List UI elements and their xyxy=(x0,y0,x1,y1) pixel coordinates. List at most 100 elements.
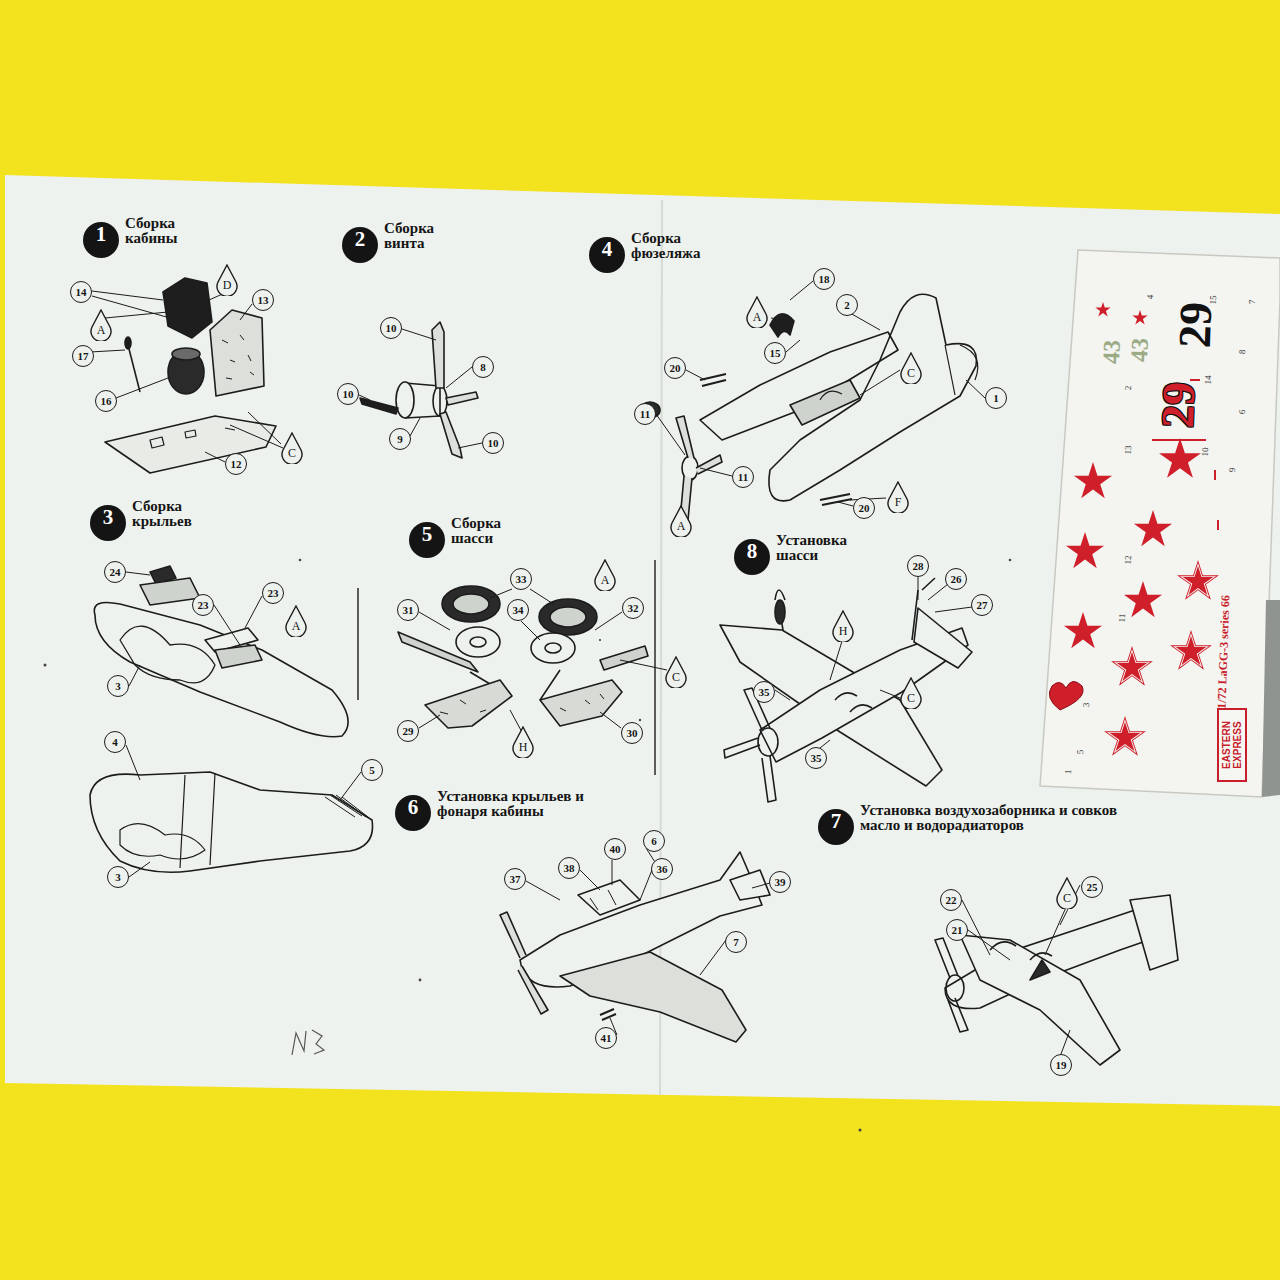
reference-drop: A xyxy=(89,309,113,341)
callout-number: 31 xyxy=(397,599,419,621)
callout-number: 21 xyxy=(946,919,968,941)
callout-number: 28 xyxy=(907,555,929,577)
callout-text: 11 xyxy=(733,471,753,483)
callout-number: 27 xyxy=(971,594,993,616)
callout-number: 40 xyxy=(604,838,626,860)
decal-marking: 15 xyxy=(1208,295,1218,304)
callout-text: 37 xyxy=(505,873,525,885)
step-circle: 1Сборка кабины xyxy=(83,222,119,258)
callout-text: 16 xyxy=(96,395,116,407)
callout-number: 12 xyxy=(225,453,247,475)
callout-number: 30 xyxy=(621,722,643,744)
callout-text: 22 xyxy=(941,894,961,906)
reference-drop: C xyxy=(899,677,923,709)
callout-text: 35 xyxy=(806,752,826,764)
callout-number: 5 xyxy=(361,759,383,781)
callout-number: 1 xyxy=(985,387,1007,409)
reference-drop: A xyxy=(669,505,693,537)
callout-text: 41 xyxy=(596,1032,616,1044)
callout-text: 12 xyxy=(226,458,246,470)
callout-text: 14 xyxy=(71,286,91,298)
decal-marking: 11 xyxy=(1117,613,1127,622)
step-circle: 6Установка крыльев и фонаря кабины xyxy=(395,795,431,831)
callout-number: 24 xyxy=(104,561,126,583)
callout-number: 7 xyxy=(725,931,747,953)
decal-marking: 14 xyxy=(1203,375,1213,384)
reference-drop: A xyxy=(284,605,308,637)
callout-text: 31 xyxy=(398,604,418,616)
decal-marking: 29 xyxy=(1168,301,1223,349)
callout-text: 10 xyxy=(338,388,358,400)
step-number: 3 xyxy=(90,505,126,530)
reference-letter: A xyxy=(593,574,617,586)
callout-number: 39 xyxy=(769,871,791,893)
callout-number: 35 xyxy=(805,747,827,769)
callout-text: 24 xyxy=(105,566,125,578)
reference-drop: H xyxy=(511,726,535,758)
callout-text: 39 xyxy=(770,876,790,888)
callout-text: 19 xyxy=(1051,1059,1071,1071)
decal-marking: 12 xyxy=(1123,555,1133,564)
callout-text: 10 xyxy=(381,322,401,334)
paper-sheet xyxy=(5,175,1280,1106)
callout-number: 23 xyxy=(192,594,214,616)
callout-text: 28 xyxy=(908,560,928,572)
callout-text: 32 xyxy=(623,602,643,614)
callout-text: 33 xyxy=(511,573,531,585)
callout-text: 20 xyxy=(665,362,685,374)
reference-letter: A xyxy=(284,620,308,632)
callout-number: 33 xyxy=(510,568,532,590)
callout-text: 13 xyxy=(253,294,273,306)
step-heading: Сборка крыльев xyxy=(132,499,232,529)
callout-number: 38 xyxy=(558,857,580,879)
reference-drop: F xyxy=(886,481,910,513)
reference-drop: A xyxy=(593,559,617,591)
callout-text: 21 xyxy=(947,924,967,936)
decal-marking: 5 xyxy=(1075,750,1085,755)
callout-text: 26 xyxy=(946,573,966,585)
callout-number: 14 xyxy=(70,281,92,303)
callout-number: 10 xyxy=(337,383,359,405)
decal-marking: 43 xyxy=(1126,338,1154,363)
callout-text: 10 xyxy=(483,437,503,449)
step-circle: 3Сборка крыльев xyxy=(90,505,126,541)
decal-marking: 1 xyxy=(1063,770,1073,775)
decal-marking: 1/72 LaGG-3 series 66 xyxy=(1215,595,1234,709)
callout-number: 36 xyxy=(651,858,673,880)
reference-letter: F xyxy=(886,496,910,508)
step-circle: 8Установка шасси xyxy=(734,539,770,575)
line-art xyxy=(90,278,1178,1065)
callout-number: 13 xyxy=(252,289,274,311)
callout-text: 34 xyxy=(508,604,528,616)
reference-drop: H xyxy=(831,610,855,642)
callout-number: 35 xyxy=(753,681,775,703)
callout-text: 23 xyxy=(193,599,213,611)
callout-text: 6 xyxy=(644,835,664,847)
reference-letter: D xyxy=(215,279,239,291)
reference-letter: C xyxy=(1055,892,1079,904)
decal-marking: 29 xyxy=(1151,381,1206,429)
decal-marking: 7 xyxy=(1247,300,1257,305)
callout-text: 17 xyxy=(73,350,93,362)
callout-number: 18 xyxy=(813,268,835,290)
step-heading: Установка крыльев и фонаря кабины xyxy=(437,789,607,819)
step-circle: 4Сборка фюзеляжа xyxy=(589,237,625,273)
logo-text: EASTERN EXPRESS xyxy=(1221,721,1243,769)
callout-number: 11 xyxy=(732,466,754,488)
callout-number: 16 xyxy=(95,390,117,412)
reference-drop: D xyxy=(215,264,239,296)
separator-line xyxy=(357,588,358,700)
callout-number: 29 xyxy=(397,720,419,742)
step-number: 5 xyxy=(409,522,445,547)
step-heading: Установка воздухозаборника и совков масл… xyxy=(860,803,1160,833)
callout-number: 25 xyxy=(1081,876,1103,898)
callout-text: 40 xyxy=(605,843,625,855)
maker-logo: EASTERN EXPRESS xyxy=(1217,708,1247,782)
reference-drop: C xyxy=(664,656,688,688)
callout-number: 10 xyxy=(482,432,504,454)
callout-text: 23 xyxy=(263,587,283,599)
outlined-stars xyxy=(1104,560,1219,756)
callout-text: 36 xyxy=(652,863,672,875)
